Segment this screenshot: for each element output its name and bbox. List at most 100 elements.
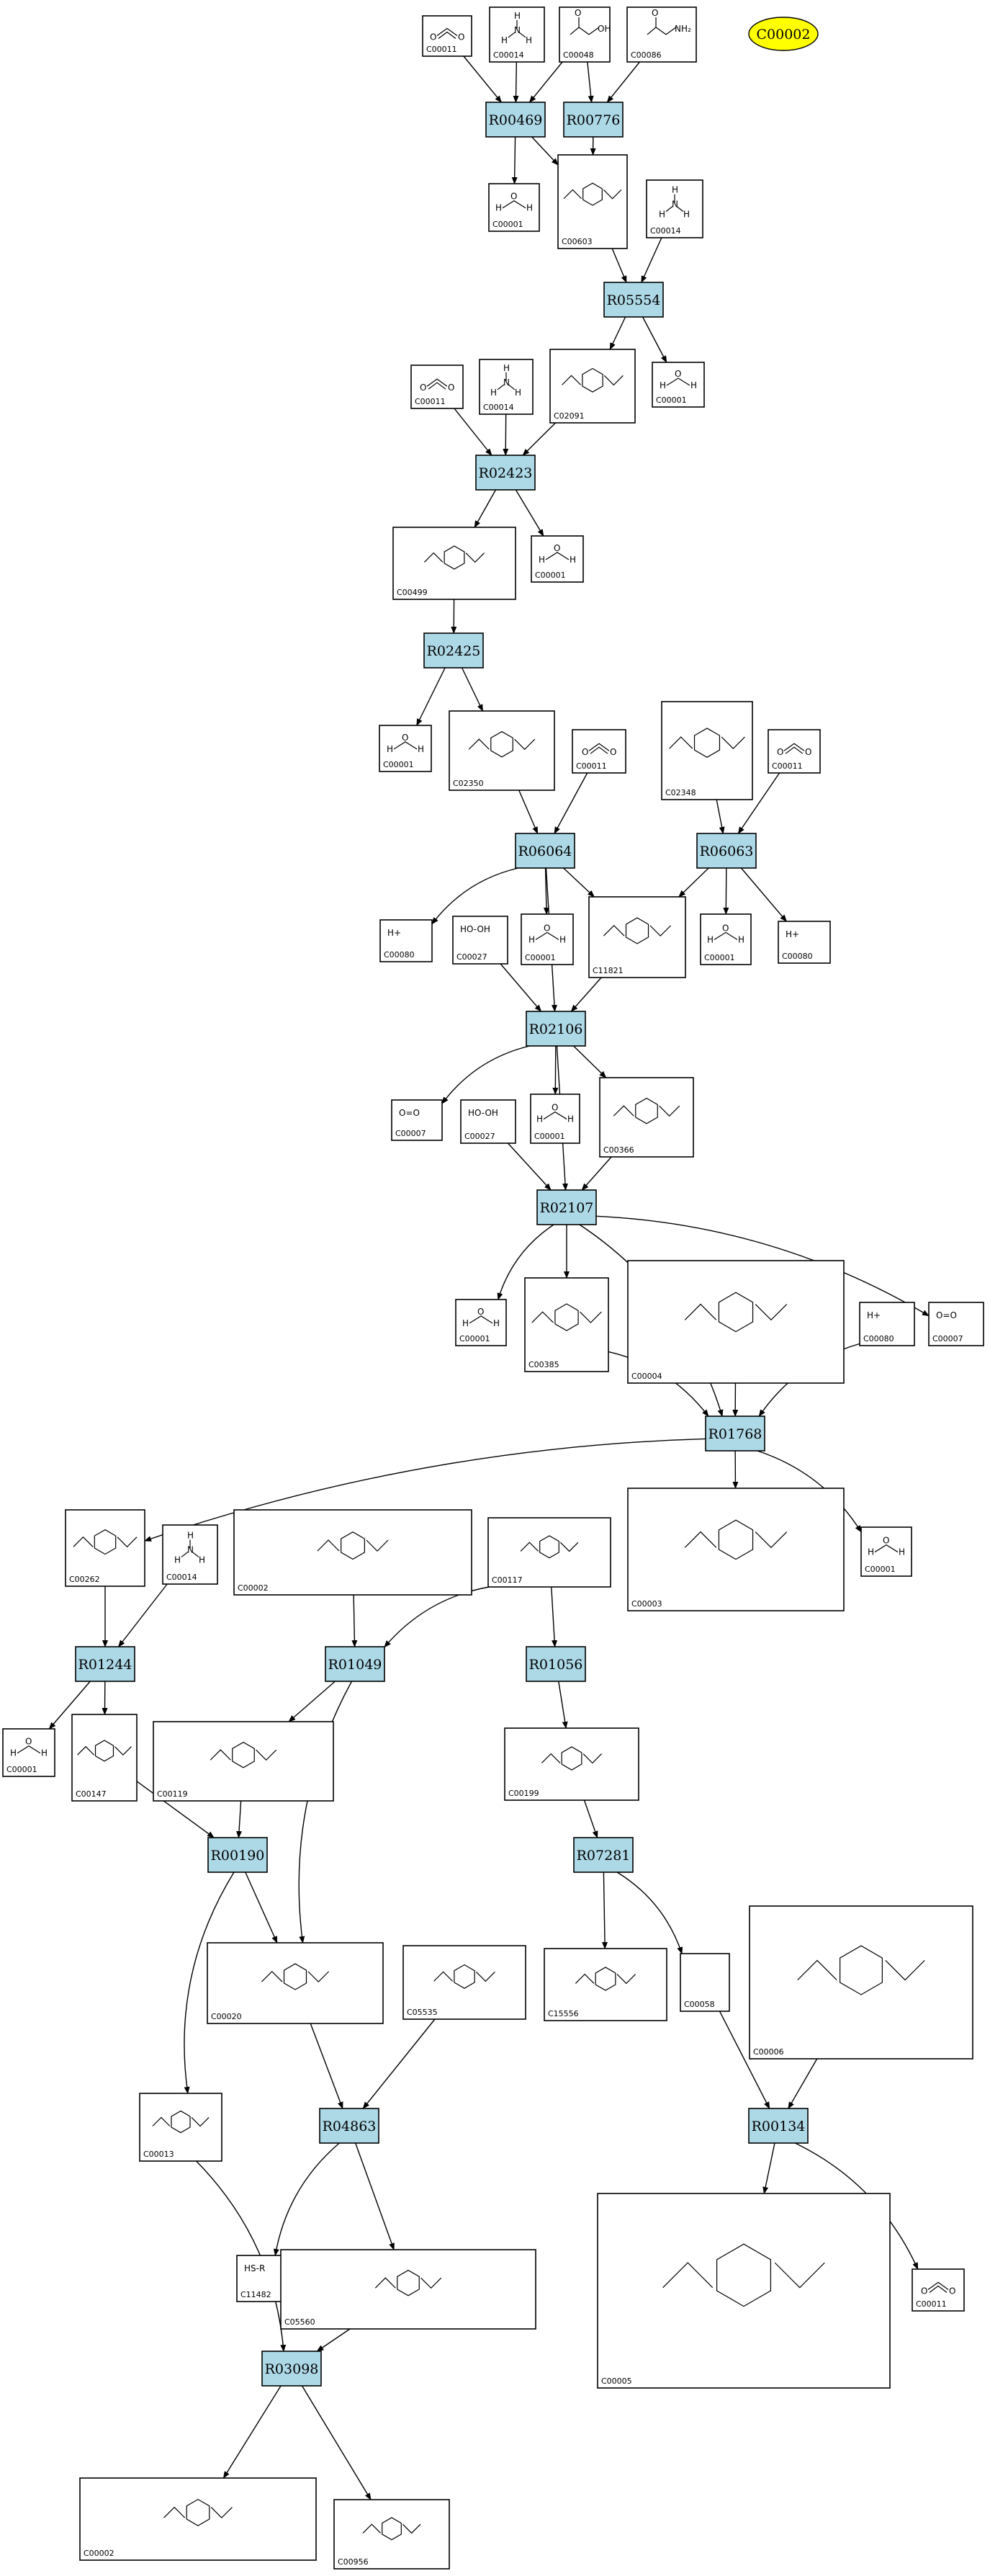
compound-node[interactable]: C02091 (549, 349, 636, 424)
compound-node[interactable]: C00013 (139, 2093, 222, 2162)
svg-text:O: O (575, 8, 581, 18)
reaction-edge (245, 1871, 278, 1944)
svg-text:N: N (672, 200, 678, 210)
compound-node[interactable]: C00956 (333, 2499, 450, 2570)
reaction-node[interactable]: R02106 (526, 1011, 586, 1047)
compound-id: C00007 (932, 1334, 963, 1343)
compound-node[interactable]: C00003 (627, 1488, 845, 1611)
reaction-node[interactable]: R00469 (485, 102, 546, 138)
compound-node[interactable]: H+C00080 (379, 919, 433, 962)
compound-id: C00001 (383, 760, 414, 769)
structure-drawing (562, 367, 624, 393)
target-compound[interactable]: C00002 (748, 17, 819, 51)
compound-node[interactable]: C00199 (504, 1727, 639, 1801)
compound-node[interactable]: C00119 (153, 1721, 334, 1802)
structure-drawing: HOH (536, 1103, 574, 1124)
reaction-node[interactable]: R03098 (261, 2351, 322, 2387)
compound-node[interactable]: C00499 (392, 527, 516, 600)
compound-id: C00004 (631, 1372, 662, 1381)
compound-box (207, 1942, 384, 2024)
compound-box (233, 1509, 472, 1596)
svg-text:H+: H+ (867, 1310, 881, 1320)
compound-node[interactable]: C00002 (233, 1509, 472, 1596)
reaction-node[interactable]: R02423 (475, 455, 536, 491)
compound-node[interactable]: H+C00080 (778, 921, 831, 964)
compound-node[interactable]: C00005 (597, 2193, 891, 2389)
compound-node[interactable]: C00147 (71, 1714, 138, 1802)
svg-text:N: N (503, 377, 510, 388)
compound-node[interactable]: H+C00080 (859, 1302, 915, 1346)
reaction-node[interactable]: R02425 (423, 632, 484, 668)
reaction-node[interactable]: R01056 (526, 1646, 586, 1682)
compound-node[interactable]: C15556 (544, 1948, 667, 2021)
compound-node[interactable]: C00002 (79, 2477, 317, 2561)
compound-node[interactable]: C00006 (749, 1905, 973, 2060)
reaction-node[interactable]: R05554 (603, 282, 664, 318)
compound-box (557, 154, 628, 249)
reaction-node[interactable]: R00776 (563, 102, 624, 138)
compound-id: C00080 (782, 952, 813, 961)
compound-node[interactable]: C02350 (449, 710, 555, 791)
compound-node[interactable]: C00117 (487, 1517, 611, 1588)
compound-node[interactable]: C00603 (557, 154, 628, 249)
reaction-node[interactable]: R04863 (319, 2108, 379, 2144)
reaction-edge (184, 1871, 235, 2094)
reaction-node[interactable]: R01768 (705, 1416, 765, 1452)
compound-node[interactable]: C05535 (402, 1945, 526, 2020)
reaction-node[interactable]: R02107 (536, 1189, 597, 1225)
compound-node[interactable]: C00262 (65, 1509, 145, 1587)
svg-text:O: O (554, 543, 560, 553)
compound-node[interactable]: C00020 (207, 1942, 384, 2024)
svg-text:H: H (490, 388, 497, 398)
compound-node[interactable]: C00366 (599, 1077, 694, 1158)
reaction-node[interactable]: R00190 (207, 1837, 268, 1873)
reaction-edge (642, 316, 667, 363)
compound-node[interactable]: C00058 (680, 1953, 730, 2012)
reaction-node[interactable]: R07281 (573, 1837, 634, 1873)
compound-node[interactable]: C05560 (280, 2249, 536, 2330)
compound-node[interactable]: C11821 (588, 896, 686, 978)
svg-text:H: H (899, 1547, 905, 1557)
svg-text:N: N (514, 25, 521, 35)
structure-drawing: HO-OH (468, 1108, 498, 1118)
reaction-node[interactable]: R00134 (748, 2108, 809, 2144)
reaction-node[interactable]: R06064 (515, 833, 575, 869)
structure-drawing (468, 730, 536, 758)
compound-id: C00014 (483, 403, 514, 412)
reaction-id: R06064 (518, 844, 572, 859)
reaction-node[interactable]: R01049 (325, 1646, 385, 1682)
compound-node[interactable]: C00004 (627, 1260, 845, 1384)
reaction-node[interactable]: R06063 (696, 833, 757, 869)
reaction-id: R01244 (78, 1657, 132, 1673)
compound-node[interactable]: C02348 (661, 701, 753, 800)
compound-node[interactable]: C00385 (524, 1277, 609, 1372)
reaction-node[interactable]: R01244 (75, 1646, 135, 1682)
